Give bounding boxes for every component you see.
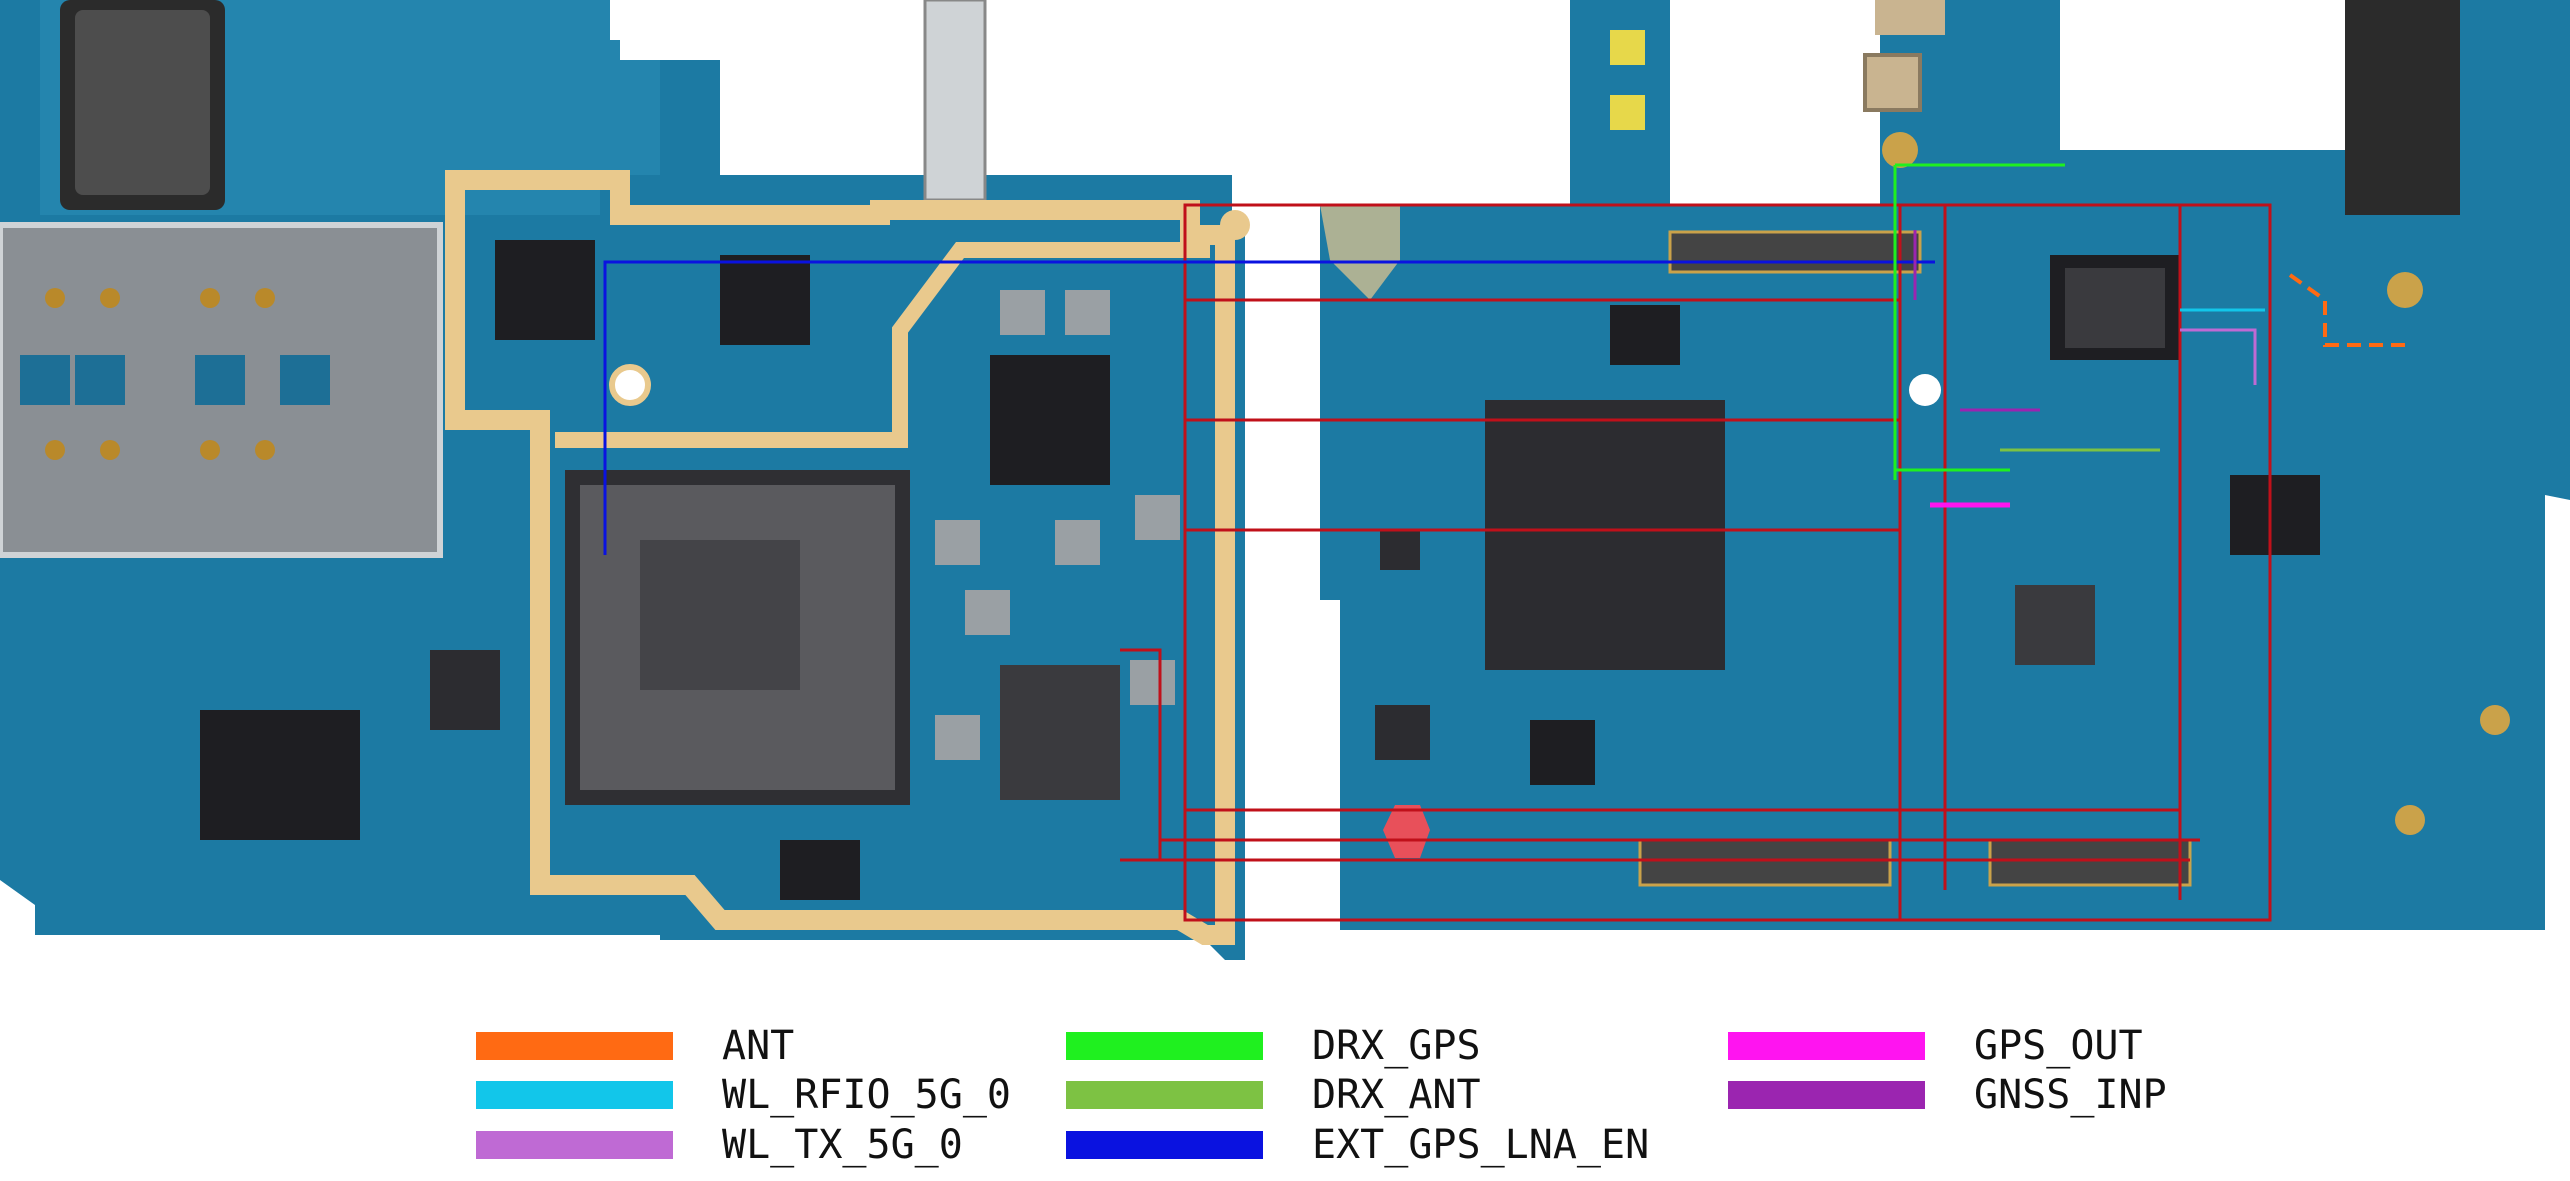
legend-swatch — [1728, 1081, 1925, 1109]
legend-label: EXT_GPS_LNA_EN — [1312, 1122, 1650, 1168]
legend-swatch — [1066, 1081, 1263, 1109]
legend-label: WL_TX_5G_0 — [722, 1122, 963, 1168]
legend-label: GNSS_INP — [1974, 1072, 2167, 1118]
legend-label: DRX_ANT — [1312, 1072, 1481, 1118]
legend-swatch — [476, 1032, 673, 1060]
legend-label: DRX_GPS — [1312, 1023, 1481, 1069]
pcb-board-photo — [0, 0, 2570, 960]
legend-label: GPS_OUT — [1974, 1023, 2143, 1069]
legend-swatch — [476, 1081, 673, 1109]
net-trace-ext-gps-lna-en — [603, 260, 1935, 555]
legend-label: WL_RFIO_5G_0 — [722, 1072, 1011, 1118]
legend-swatch — [476, 1131, 673, 1159]
net-trace-gnss-inp — [1913, 230, 2040, 412]
legend-swatch — [1066, 1131, 1263, 1159]
legend: ANT WL_RFIO_5G_0 WL_TX_5G_0 DRX_GPS DRX_… — [0, 1000, 2570, 1181]
legend-swatch — [1066, 1032, 1263, 1060]
net-trace-wl-tx-5g — [2180, 328, 2257, 385]
legend-swatch — [1728, 1032, 1925, 1060]
net-trace-drx-gps — [1893, 163, 2065, 480]
net-traces-red — [1120, 203, 2272, 922]
left-board — [0, 0, 1250, 960]
legend-label: ANT — [722, 1023, 795, 1069]
